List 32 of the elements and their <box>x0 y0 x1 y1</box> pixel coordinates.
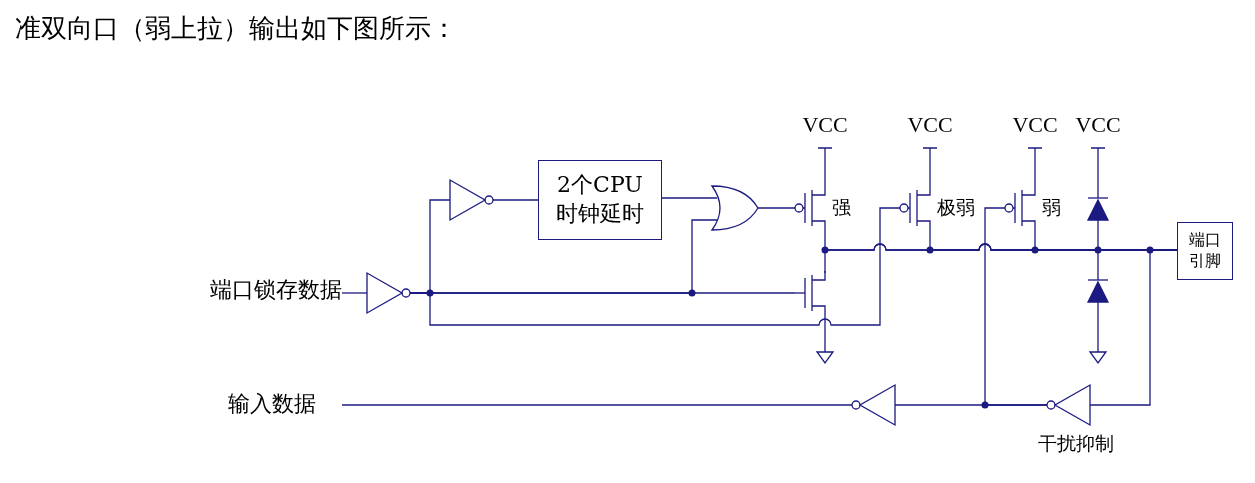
diode-symbol <box>1086 279 1110 303</box>
component-label: 干扰抑制 <box>1038 433 1114 454</box>
wire <box>341 292 368 294</box>
inverter-symbol <box>449 178 494 222</box>
wire <box>757 207 796 209</box>
title-text: 准双向口（弱上拉）输出如下图所示： <box>15 14 457 43</box>
inverter-symbol <box>1046 383 1091 427</box>
pmos-transistor-symbol <box>1004 185 1036 229</box>
wire <box>661 197 718 199</box>
signal-label: 端口锁存数据 <box>150 278 342 303</box>
component-label: 强 <box>832 197 851 218</box>
signal-label: 输入数据 <box>228 392 316 417</box>
inverter-symbol <box>366 271 411 315</box>
wire <box>492 199 539 201</box>
wire <box>984 207 1048 406</box>
supply-label: VCC <box>1074 113 1122 138</box>
port-pin-box: 端口引脚 <box>1177 222 1233 280</box>
nmos-transistor-symbol <box>794 270 826 314</box>
delay-box: 2个CPU时钟延时 <box>538 160 662 240</box>
inverter-symbol <box>851 383 896 427</box>
or-gate-symbol <box>711 185 759 231</box>
wire <box>341 404 853 406</box>
pmos-transistor-symbol <box>794 185 826 229</box>
diode-symbol <box>1086 197 1110 221</box>
pmos-transistor-symbol <box>899 185 931 229</box>
wire <box>1089 249 1178 406</box>
supply-label: VCC <box>906 113 954 138</box>
component-label: 极弱 <box>937 197 975 218</box>
supply-label: VCC <box>1011 113 1059 138</box>
component-label: 弱 <box>1042 197 1061 218</box>
supply-label: VCC <box>801 113 849 138</box>
wire <box>409 207 901 326</box>
